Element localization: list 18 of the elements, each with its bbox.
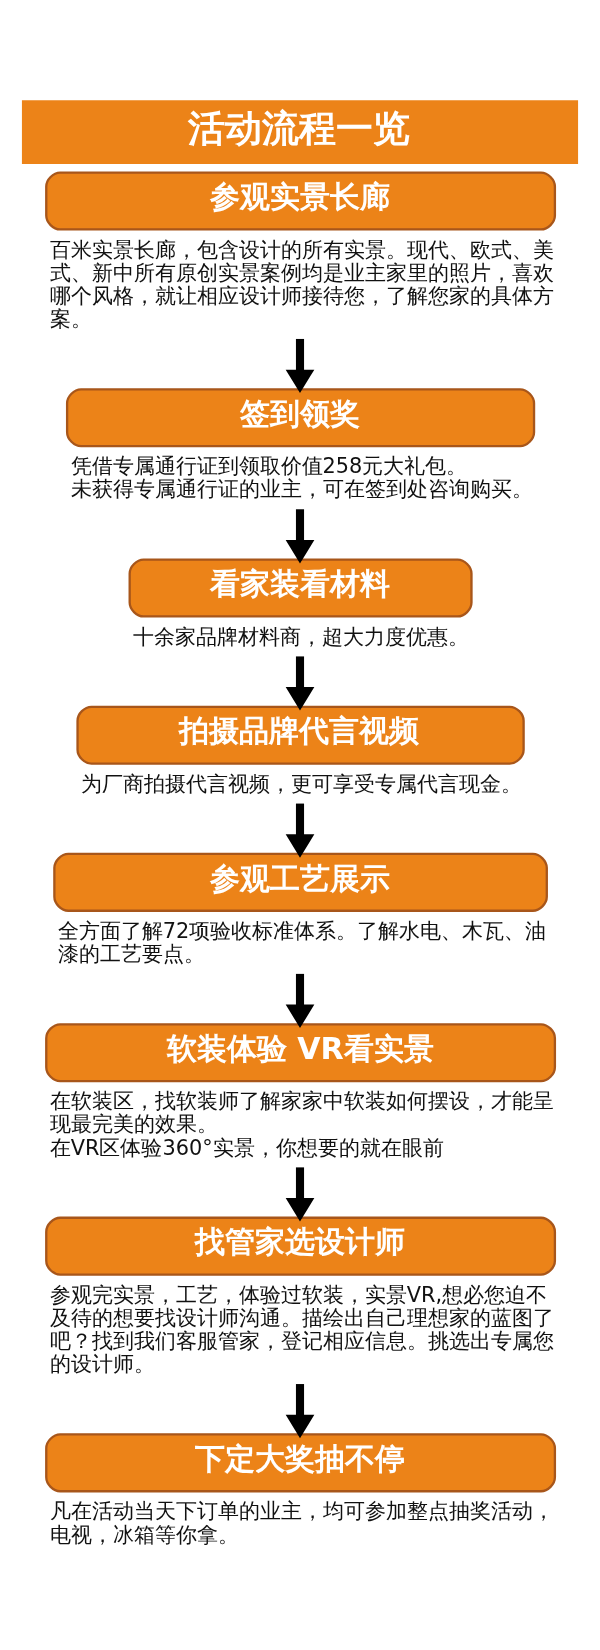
node-label: 为厂商拍摄代言视频，更可享受专属代言现金。: [81, 771, 523, 796]
node-label: 全方面了解72项验收标准体系。了解水电、木瓦、油漆的工艺要点。: [57, 918, 547, 967]
arrow: [285, 338, 315, 394]
node-label: 参观完实景，工艺，体验过软装，实景VR,想必您迫不及待的想要找设计师沟通。描绘出自己理想家的蓝图了吧？找到我们客服管家，登记相应信息。挑选出专属您的设计师。: [49, 1282, 554, 1377]
diagram-title: 活动流程一览: [187, 106, 410, 150]
node-label: 在VR区体验360°实景，你想要的就在眼前: [49, 1135, 444, 1160]
arrow: [285, 509, 315, 564]
node-label: 未获得专属通行证的业主，可在签到处咨询购买。: [70, 477, 533, 502]
arrow: [285, 656, 315, 711]
arrow: [285, 1167, 315, 1222]
node-label: 十余家品牌材料商，超大力度优惠。: [133, 624, 470, 649]
node-label: 凡在活动当天下订单的业主，均可参加整点抽奖活动，电视，冰箱等你拿。: [49, 1499, 554, 1547]
node-label: 在软装区，找软装师了解家家中软装如何摆设，才能呈现最完美的效果。: [49, 1089, 554, 1137]
arrow: [285, 803, 315, 858]
node-label: 百米实景长廊，包含设计的所有实景。现代、欧式、美式、新中所有原创实景案例均是业主家里的照片，喜欢哪个风格，就让相应设计师接待您，了解您家的具体方案。: [49, 237, 554, 332]
node-label: 凭借专属通行证到领取价值258元大礼包。: [70, 454, 468, 479]
arrow: [285, 1384, 315, 1439]
arrow: [285, 973, 315, 1028]
